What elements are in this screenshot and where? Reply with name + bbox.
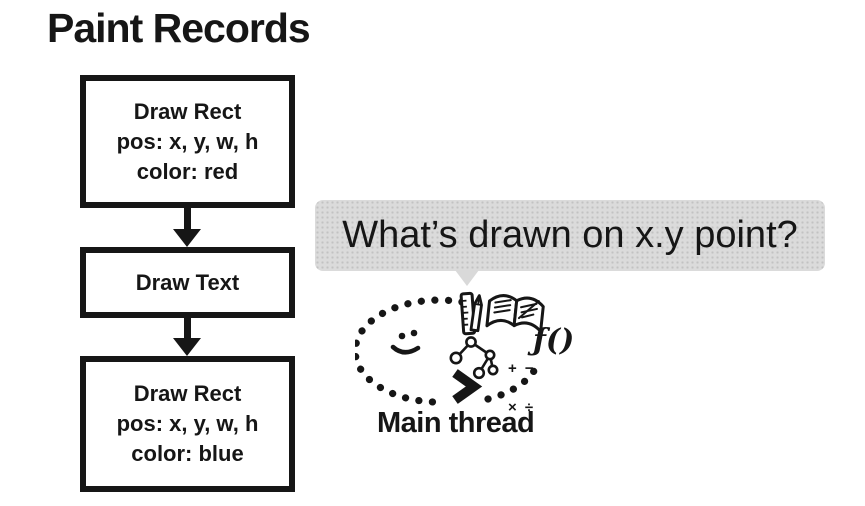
flow-arrow-stem <box>184 318 191 340</box>
box-line: pos: x, y, w, h <box>116 411 259 436</box>
page-title: Paint Records <box>47 5 311 51</box>
main-thread-doodle <box>355 291 545 406</box>
math-symbols-row: + − <box>508 360 536 377</box>
math-symbols: + − × ÷ <box>508 336 536 440</box>
math-symbols-row: × ÷ <box>508 399 536 416</box>
paint-record-box-draw-rect-blue: Draw Rect pos: x, y, w, h color: blue <box>80 356 295 492</box>
speech-bubble: What’s drawn on x.y point? <box>315 200 825 271</box>
tree-diagram-icon <box>449 336 499 380</box>
dotted-loop-icon <box>355 296 543 406</box>
flow-arrow-down-icon <box>173 338 201 356</box>
box-line: Draw Text <box>135 269 240 295</box>
flow-arrow-stem <box>184 207 191 231</box>
box-line: Draw Rect <box>133 381 242 406</box>
paint-record-box-draw-text: Draw Text <box>80 247 295 318</box>
box-line: pos: x, y, w, h <box>116 128 259 154</box>
flow-arrow-down-icon <box>173 229 201 247</box>
open-book-icon <box>485 294 545 333</box>
function-notation: ƒ() <box>533 323 575 358</box>
speech-bubble-tail <box>455 270 479 286</box>
box-line: color: blue <box>131 441 244 466</box>
box-line: color: red <box>136 158 239 184</box>
main-thread-label: Main thread <box>377 407 535 439</box>
box-line: Draw Rect <box>133 98 242 124</box>
paint-record-box-draw-rect-red: Draw Rect pos: x, y, w, h color: red <box>80 75 295 208</box>
smiley-face-icon <box>390 329 421 355</box>
pencil-icon <box>469 294 483 333</box>
chevron-arrow-icon <box>452 369 483 404</box>
speech-bubble-text: What’s drawn on x.y point? <box>342 214 798 256</box>
